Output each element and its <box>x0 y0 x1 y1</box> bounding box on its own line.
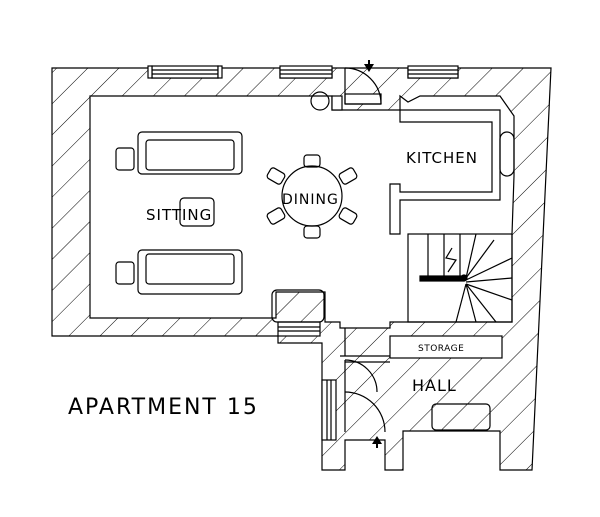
armchair-top <box>115 147 135 171</box>
dining-chair <box>303 154 321 168</box>
window-bottom <box>277 321 321 337</box>
side-cabinet <box>271 289 325 323</box>
sofa-bottom <box>137 249 243 295</box>
label-dining: DINING <box>282 192 339 208</box>
kitchen-appliance <box>499 131 515 177</box>
label-kitchen: KITCHEN <box>406 149 478 167</box>
window-sitting <box>151 65 219 79</box>
kitchen-counter <box>389 109 501 235</box>
dining-chair <box>266 167 286 185</box>
stair-rail <box>419 275 465 282</box>
dining-table <box>266 154 358 239</box>
coffee-table <box>179 197 215 227</box>
windows <box>147 65 459 441</box>
staircase <box>407 233 513 323</box>
label-sitting: SITTING <box>146 206 212 224</box>
dining-chair <box>303 225 321 239</box>
label-hall: HALL <box>412 376 457 395</box>
armchair-bottom <box>115 261 135 285</box>
plan-title: APARTMENT 15 <box>68 395 259 420</box>
entrance-door-swing <box>344 391 386 433</box>
window-dining <box>279 65 333 79</box>
hall-bench <box>431 403 491 431</box>
round-column <box>310 91 330 111</box>
dining-chair <box>338 207 358 225</box>
storage-room <box>389 335 503 359</box>
sofa-top <box>137 131 243 175</box>
entrance-arrow-bottom <box>372 436 382 444</box>
entrance-arrow-top <box>364 64 374 72</box>
window-hall <box>321 379 337 441</box>
hall-door-swing <box>344 359 378 393</box>
dining-chair <box>266 207 286 225</box>
entrance-door-top <box>344 67 382 105</box>
dining-chair <box>338 167 358 185</box>
label-storage: STORAGE <box>418 344 464 354</box>
window-kitchen <box>407 65 459 79</box>
